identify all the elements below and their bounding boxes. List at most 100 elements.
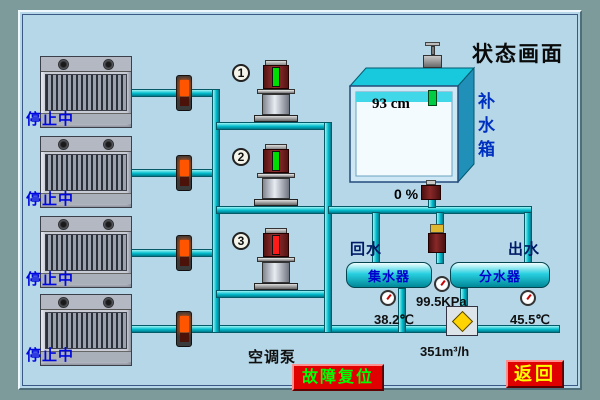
chiller-status-label-1: 停止中 [26, 111, 75, 128]
pump-base-flange [254, 115, 298, 122]
fan-icon [58, 138, 69, 150]
chiller-status-label-2: 停止中 [26, 191, 75, 208]
ac-pump-3[interactable] [254, 228, 298, 294]
tank-label: 补水箱 [475, 92, 494, 164]
chiller-base [41, 351, 131, 362]
pump-status-light [272, 151, 280, 171]
lamp-on-icon [180, 316, 189, 332]
pump-casing [262, 262, 290, 283]
pump-flange [257, 89, 295, 94]
pipe-chiller-branch-1 [130, 89, 218, 97]
flow-meter [446, 306, 478, 336]
page-title: 状态画面 [472, 42, 564, 66]
lamp-on-icon [180, 160, 189, 176]
fan-icon [58, 58, 69, 70]
fan-icon [58, 296, 69, 308]
lamp-off-icon [180, 97, 189, 106]
actuator-cap-icon [426, 180, 436, 185]
pump-base-flange [254, 283, 298, 290]
lamp-off-icon [180, 177, 189, 186]
chiller-status-label-3: 停止中 [26, 271, 75, 288]
lamp-on-icon [180, 240, 189, 256]
hmi-status-panel: 停止中 停止中 停止中 停止中 1 2 3 [18, 10, 582, 391]
fan-icon [103, 296, 114, 308]
makeup-valve-actuator[interactable] [420, 180, 442, 202]
pump-number-3: 3 [232, 232, 250, 250]
tank-top-face [348, 67, 476, 87]
actuator-cap-icon [430, 224, 444, 233]
tank-level-reading: 93 cm [372, 96, 410, 112]
branch-indicator-3[interactable] [176, 235, 192, 271]
valve-stem-icon [431, 46, 435, 55]
water-distributor: 分水器 [450, 262, 550, 288]
chiller-base [41, 193, 131, 204]
supply-water-label: 出水 [508, 241, 541, 258]
pump-status-light [272, 67, 280, 87]
pump-flange [257, 257, 295, 262]
chiller-coil-grille [45, 234, 127, 271]
chiller-fan-deck [41, 137, 131, 152]
water-collector: 集水器 [346, 262, 432, 288]
lamp-on-icon [180, 80, 189, 96]
pump-status-light [272, 235, 280, 255]
branch-indicator-2[interactable] [176, 155, 192, 191]
pump-group-label: 空调泵 [248, 349, 297, 366]
fan-icon [103, 58, 114, 70]
pressure-gauge-center [434, 276, 450, 292]
ac-pump-2[interactable] [254, 144, 298, 210]
gauge-needle-icon [440, 280, 446, 286]
chiller-fan-deck [41, 217, 131, 232]
tank-inner [355, 91, 453, 177]
chiller-fan-deck [41, 57, 131, 72]
chiller-unit-2 [40, 136, 132, 208]
pump-base-flange [254, 199, 298, 206]
chiller-base [41, 273, 131, 284]
pump-flange [257, 173, 295, 178]
chiller-fan-deck [41, 295, 131, 310]
pipe-chiller-branch-3 [130, 249, 218, 257]
pump-casing [262, 178, 290, 199]
lamp-off-icon [180, 333, 189, 342]
flow-reading: 351m³/h [420, 344, 470, 359]
chiller-coil-grille [45, 74, 127, 111]
tank-water-surface [356, 92, 452, 102]
chiller-unit-3 [40, 216, 132, 288]
branch-indicator-4[interactable] [176, 311, 192, 347]
chiller-unit-4 [40, 294, 132, 366]
return-temp-reading: 38.2℃ [374, 312, 414, 327]
pipe-right-header [324, 122, 332, 333]
pump-number-2: 2 [232, 148, 250, 166]
ac-pump-1[interactable] [254, 60, 298, 126]
valve-opening-reading: 0 % [394, 186, 419, 202]
fan-icon [58, 218, 69, 230]
valve-body-icon [423, 55, 442, 68]
chiller-coil-grille [45, 154, 127, 191]
pump-casing [262, 94, 290, 115]
chiller-unit-1 [40, 56, 132, 128]
gauge-needle-icon [526, 294, 532, 300]
supply-temp-reading: 45.5℃ [510, 312, 550, 327]
chiller-coil-grille [45, 312, 127, 349]
pressure-reading: 99.5KPa [416, 294, 467, 309]
pump-number-1: 1 [232, 64, 250, 82]
chiller-status-label-4: 停止中 [26, 347, 75, 364]
pressure-gauge-supply [520, 290, 536, 306]
valve-handle-icon [425, 42, 440, 46]
chiller-base [41, 113, 131, 124]
back-button[interactable]: 返回 [506, 360, 564, 388]
lamp-off-icon [180, 257, 189, 266]
return-water-label: 回水 [350, 241, 383, 258]
bypass-valve-actuator[interactable] [426, 224, 448, 254]
fan-icon [103, 218, 114, 230]
pipe-bottom-main [130, 325, 560, 333]
gauge-needle-icon [386, 294, 392, 300]
pressure-gauge-return [380, 290, 396, 306]
makeup-water-tank [348, 66, 476, 184]
pipe-collector-drop [398, 288, 406, 333]
actuator-body-icon [428, 233, 446, 253]
fault-reset-button[interactable]: 故障复位 [292, 364, 384, 391]
branch-indicator-1[interactable] [176, 75, 192, 111]
flow-meter-diamond-icon [451, 310, 474, 333]
pipe-chiller-branch-2 [130, 169, 218, 177]
tank-top-valve[interactable] [422, 42, 444, 72]
